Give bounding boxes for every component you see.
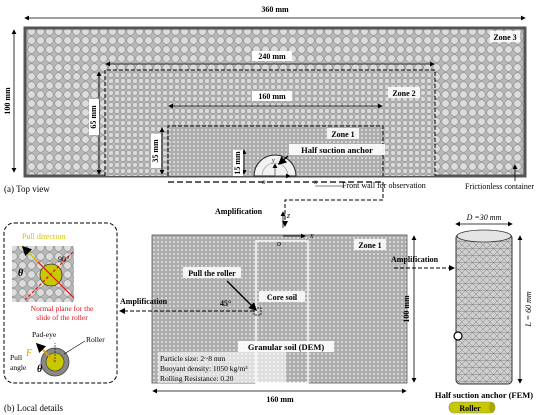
zone2-label-bg bbox=[388, 87, 420, 98]
inset-pad-eye-label: Pad-eye bbox=[32, 330, 57, 339]
inset-normal-plane-2: slide of the roller bbox=[36, 313, 88, 322]
inset-angle-90: 90° bbox=[58, 255, 69, 264]
dim-label-100-top: 100 mm bbox=[3, 87, 12, 115]
caption-top-view: (a) Top view bbox=[4, 184, 50, 194]
anchor-fem-panel: D =30 mm L = 60 mm Half suction anchor (… bbox=[435, 213, 533, 414]
inset-normal-plane-1: Normal plane for the bbox=[31, 304, 94, 313]
dim-label-65-bg bbox=[89, 99, 99, 135]
inset-normal-line-1 bbox=[24, 250, 75, 301]
dim-label-length: L = 60 mm bbox=[524, 291, 533, 327]
amplification-label-right: Amplification bbox=[391, 255, 439, 264]
axis-y-label-top: y bbox=[271, 158, 275, 164]
dim-label-160-bottom: 160 mm bbox=[266, 395, 294, 404]
inset-theta-top: θ bbox=[18, 268, 24, 279]
anchor-label-bg bbox=[289, 144, 385, 155]
pull-roller-label-bg bbox=[183, 267, 241, 278]
zone1-label: Zone 1 bbox=[331, 130, 354, 139]
axis-o-label-mid: o bbox=[277, 239, 281, 248]
inset-roller-pointer bbox=[63, 340, 86, 355]
inset-force-label: F bbox=[25, 348, 33, 359]
dim-label-160-top: 160 mm bbox=[258, 92, 286, 101]
zone1-label-bg bbox=[327, 128, 359, 139]
inset-pull-label: Pull bbox=[10, 353, 22, 362]
zone1-mid-label: Zone 1 bbox=[358, 241, 381, 250]
dim-label-15-bg bbox=[233, 150, 243, 176]
granular-label-bg bbox=[238, 341, 334, 352]
axis-x-label-mid: x bbox=[309, 231, 314, 240]
anchor-fem-body bbox=[455, 233, 513, 385]
roller-tag-label: Roller bbox=[459, 404, 481, 413]
inset-theta-bottom: θ bbox=[37, 364, 43, 375]
dim-label-100-right: 100 mm bbox=[402, 295, 411, 323]
zone2-label: Zone 2 bbox=[392, 89, 415, 98]
inset-force-arrow bbox=[35, 342, 56, 363]
particle-size-text: Particle size: 2~8 mm bbox=[160, 354, 226, 363]
anchor-pointer-arrow bbox=[277, 155, 289, 165]
zone2-boundary bbox=[104, 69, 436, 176]
dim-label-65: 65 mm bbox=[89, 105, 98, 129]
amplification-label-left: Amplification bbox=[120, 297, 168, 306]
inset-roller-label: Roller bbox=[86, 335, 105, 344]
frictionless-label: Frictionless container bbox=[465, 182, 534, 191]
anchor-label: Half suction anchor bbox=[301, 145, 373, 155]
caption-local-details: (b) Local details bbox=[4, 403, 63, 413]
amplification-label-top: Amplification bbox=[215, 207, 263, 216]
dim-label-35-bg bbox=[151, 134, 161, 168]
core-soil-label: Core soil bbox=[267, 293, 298, 302]
top-view-panel: 360 mm 100 mm 240 mm 65 mm 160 mm 35 mm … bbox=[3, 5, 534, 194]
local-details-panel: Amplification z x o Zone 1 Pull the roll… bbox=[3, 182, 533, 414]
granular-label: Granular soil (DEM) bbox=[248, 342, 325, 352]
core-soil-label-bg bbox=[259, 291, 305, 302]
anchor-fem-top bbox=[456, 229, 512, 243]
roller-detail-inset: Pull direction 90° θ Normal plane for th… bbox=[3, 222, 118, 384]
angle-45-label: 45° bbox=[220, 299, 231, 308]
properties-bg bbox=[158, 352, 286, 383]
zone3-label: Zone 3 bbox=[493, 33, 516, 42]
anchor-inner-arc bbox=[261, 162, 289, 177]
inset-normal-line-2 bbox=[37, 261, 75, 299]
dim-label-360: 360 mm bbox=[261, 5, 289, 14]
axis-z-label: z bbox=[286, 211, 291, 220]
front-wall-label: Front wall for observation bbox=[342, 181, 426, 190]
rolling-resistance-text: Rolling Resistance: 0.20 bbox=[160, 374, 234, 383]
roller-tag-end bbox=[489, 402, 495, 413]
anchor-fem-roller bbox=[453, 331, 463, 341]
dim-label-240-bg bbox=[252, 51, 292, 61]
pull-roller-arrow bbox=[226, 280, 257, 311]
buoyant-density-text: Buoyant density: 1050 kg/m³ bbox=[160, 364, 248, 373]
inset-pull-direction-label: Pull direction bbox=[22, 232, 65, 241]
dim-label-15: 15 mm bbox=[233, 151, 242, 175]
dim-label-160-top-bg bbox=[252, 91, 292, 101]
pull-roller-label: Pull the roller bbox=[188, 269, 236, 278]
dim-label-35: 35 mm bbox=[151, 139, 160, 163]
zone3-label-bg bbox=[490, 31, 520, 42]
dim-label-240: 240 mm bbox=[258, 52, 286, 61]
dim-label-diameter: D =30 mm bbox=[466, 213, 502, 222]
anchor-fem-label: Half suction anchor (FEM) bbox=[435, 390, 533, 400]
zone1-mid-label-bg bbox=[354, 239, 386, 250]
inset-angle-label: angle bbox=[10, 363, 27, 372]
